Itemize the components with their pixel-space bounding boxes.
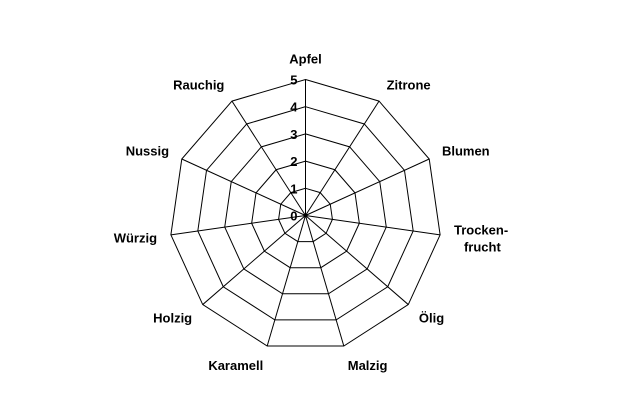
axis-label: Rauchig [173, 77, 224, 92]
axis-label: Blumen [442, 144, 490, 159]
axis-label: Nussig [126, 144, 169, 159]
axis-label: Malzig [348, 358, 388, 373]
axis-label: Zitrone [387, 77, 431, 92]
tick-label: 2 [290, 154, 297, 169]
axis-spoke [305, 158, 430, 216]
tick-label: 1 [290, 181, 297, 196]
axis-label: Apfel [289, 52, 322, 67]
axis-spoke [305, 215, 345, 347]
grid-ring-5 [170, 78, 441, 347]
center-dot [303, 213, 308, 218]
tick-label: 0 [290, 209, 297, 224]
grid-ring-1 [278, 187, 333, 243]
axis-spoke [305, 100, 380, 216]
tick-label: 3 [290, 127, 297, 142]
axis-label: Würzig [114, 231, 157, 246]
axis-spoke [266, 215, 306, 347]
axis-spoke [170, 215, 306, 236]
axis-spoke [305, 215, 409, 305]
axis-label: Holzig [153, 311, 192, 326]
grid-ring-4 [197, 106, 414, 321]
axis-spoke [231, 100, 306, 216]
axis-label: Karamell [208, 358, 263, 373]
tick-label: 5 [290, 73, 297, 88]
grid-ring-3 [224, 133, 387, 295]
grid-ring-2 [251, 160, 360, 269]
axis-spoke [181, 158, 306, 216]
tick-label: 4 [290, 100, 298, 115]
axis-label: Ölig [419, 311, 444, 326]
axis-label: Trocken-frucht [454, 223, 508, 255]
axis-spoke [305, 215, 441, 236]
axis-spoke [202, 215, 306, 305]
